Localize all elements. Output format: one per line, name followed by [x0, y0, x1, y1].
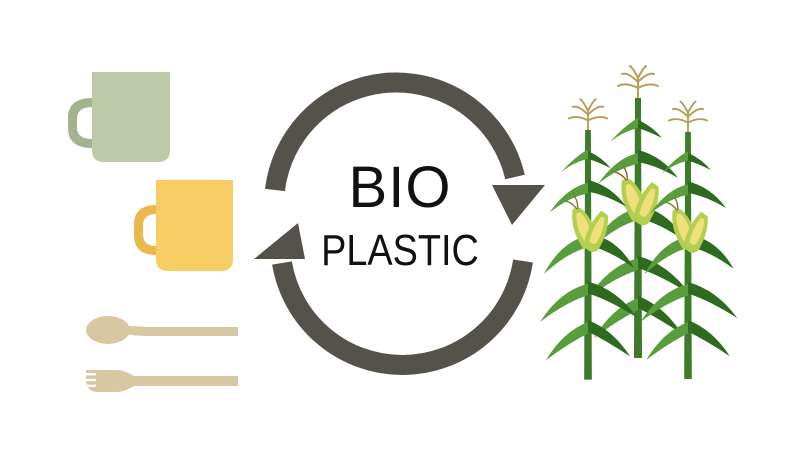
plastic-label: PLASTIC — [321, 226, 479, 275]
yellow-mug-icon — [134, 180, 233, 271]
wooden-fork-icon — [86, 370, 238, 392]
corn-plants-icon — [539, 65, 739, 381]
green-mug-icon — [68, 72, 170, 162]
bio-label: BIO — [348, 155, 452, 220]
recycle-cycle-arrows-icon — [254, 72, 545, 375]
wooden-spoon-icon — [86, 316, 238, 344]
